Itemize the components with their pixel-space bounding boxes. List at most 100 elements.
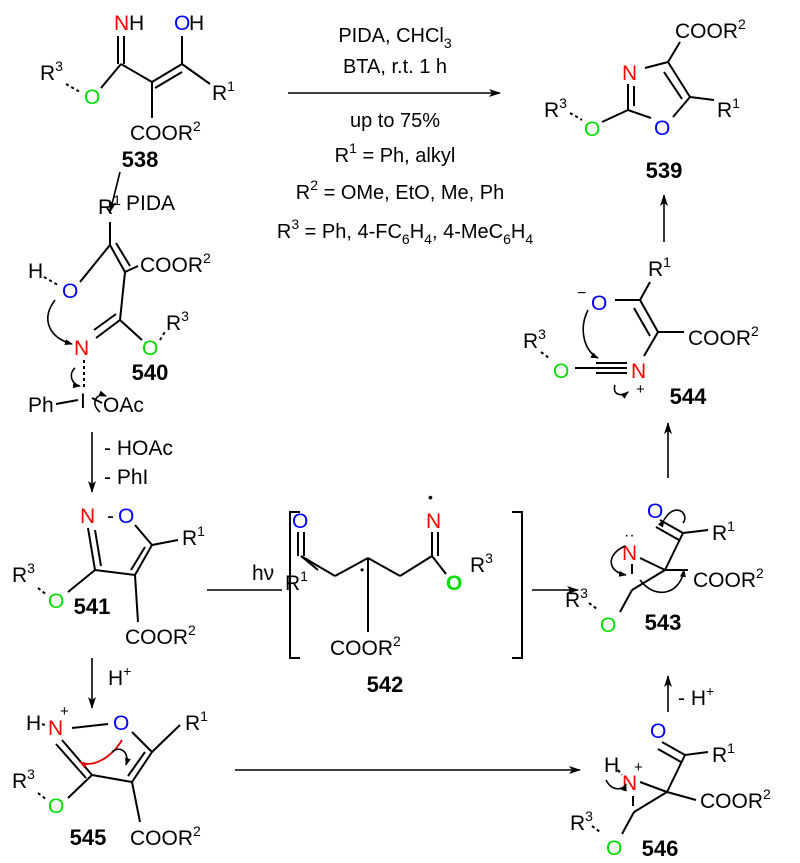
r3-label: R3 [12, 766, 35, 793]
atom-o: O [647, 500, 663, 523]
r2-definition: R2 = OMe, EtO, Me, Ph [296, 177, 504, 204]
compound-544: R1 − O COOR2 R3 O N + 544 [523, 254, 759, 409]
compound-number: 546 [642, 836, 679, 861]
atom-n: N [622, 62, 637, 85]
yield-text: up to 75% [350, 110, 440, 132]
compound-number: 543 [645, 610, 682, 635]
positive-charge: + [634, 759, 643, 776]
atom-o-ether: O [606, 837, 622, 860]
compound-545: H N + O R1 R3 O COOR2 545 [12, 703, 208, 850]
compound-number: 545 [70, 825, 107, 850]
atom-o: O [174, 12, 190, 35]
atom-h: H [604, 754, 619, 777]
r3-label: R3 [544, 95, 567, 122]
atom-h: H [26, 712, 41, 735]
compound-542: O N • R1 • O R3 COOR2 542 [285, 489, 523, 697]
atom-n-radical: N [426, 510, 441, 533]
r3-label: R3 [570, 808, 593, 835]
atom-o-ether: O [48, 795, 64, 818]
coor2-label: COOR2 [330, 633, 401, 660]
oac-label: OAc [103, 394, 144, 417]
coor2-label: COOR2 [675, 16, 746, 43]
atom-o-ether: O [142, 337, 158, 360]
r1-label: R1 [98, 192, 121, 219]
step-byproduct: - PhI [104, 466, 148, 489]
atom-o-ether: O [48, 590, 64, 613]
step-reagent: PIDA [126, 192, 175, 215]
coor2-label: COOR2 [130, 118, 201, 145]
r1-definition: R1 = Ph, alkyl [335, 140, 456, 167]
r3-label: R3 [470, 550, 493, 577]
atom-o-anion: O [591, 292, 607, 315]
r3-label: R3 [565, 585, 588, 612]
compound-543: O R1 N ·· COOR2 R3 O 543 [565, 500, 764, 637]
compound-number: 544 [670, 384, 707, 409]
atom-i: I [80, 390, 86, 413]
positive-charge: + [60, 703, 69, 720]
r1-label: R1 [212, 78, 235, 105]
coor2-label: COOR2 [693, 565, 764, 592]
coor2-label: COOR2 [125, 622, 196, 649]
radical-dot: • [360, 563, 364, 577]
atom-n: N [74, 337, 89, 360]
atom-o: O [118, 505, 134, 528]
r1-label: R1 [182, 523, 205, 550]
compound-number: 538 [122, 147, 159, 172]
step-byproduct: - H+ [678, 683, 714, 710]
compound-number: 540 [132, 360, 169, 385]
atom-o-ether: O [600, 614, 616, 637]
compound-number: 539 [646, 158, 683, 183]
lone-pair: ·· [624, 527, 635, 544]
atom-o-ether: O [84, 86, 100, 109]
r1-label: R1 [285, 568, 308, 595]
dash: - [107, 505, 114, 528]
r1-label: R1 [712, 740, 735, 767]
step-reagent: H+ [108, 663, 131, 690]
coor2-label: COOR2 [700, 786, 771, 813]
atom-o-ether: O [446, 572, 462, 595]
compound-540: R1 COOR2 H O N O R3 Ph I OAc 540 [28, 192, 211, 417]
ph-label: Ph [28, 394, 54, 417]
negative-charge: − [577, 285, 586, 302]
r3-label: R3 [523, 326, 546, 353]
radical-dot: • [428, 489, 433, 505]
r3-label: R3 [40, 58, 63, 85]
r1-label: R1 [648, 254, 671, 281]
compound-541: N - O R1 R3 O COOR2 541 [12, 505, 205, 649]
atom-o-ether: O [553, 360, 569, 383]
atom-n: N [48, 717, 63, 740]
coor2-label: COOR2 [130, 823, 201, 850]
atom-o: O [62, 280, 78, 303]
coor2-label: COOR2 [688, 323, 759, 350]
atom-n: N [80, 505, 95, 528]
r1-label: R1 [717, 95, 740, 122]
atom-o-ether: O [584, 118, 600, 141]
hv-label: hν [252, 562, 274, 585]
compound-number: 541 [74, 594, 111, 619]
compound-546: O R1 H N + COOR2 R3 O 546 [570, 720, 771, 861]
atom-n: N [114, 12, 129, 35]
reagents-text: PIDA, CHCl3 [338, 25, 452, 51]
r1-label: R1 [712, 518, 735, 545]
positive-charge: + [636, 381, 645, 398]
coor2-label: COOR2 [140, 250, 211, 277]
r3-definition: R3 = Ph, 4-FC6H4, 4-MeC6H4 [277, 216, 533, 247]
atom-h: H [28, 260, 43, 283]
step-byproduct: - HOAc [104, 437, 173, 460]
r3-label: R3 [166, 308, 189, 335]
atom-o: O [113, 712, 129, 735]
compound-539: COOR2 N O O R3 R1 539 [544, 16, 746, 183]
arrow-538-to-540 [108, 171, 121, 213]
atom-n-nitrilium: N [631, 360, 646, 383]
atom-o-ring: O [654, 117, 670, 140]
compound-number: 542 [367, 672, 404, 697]
additive-text: BTA, r.t. 1 h [343, 56, 447, 78]
r1-label: R1 [185, 708, 208, 735]
compound-538: N H O H R3 O R1 COOR2 538 [40, 12, 235, 172]
atom-o: O [650, 720, 666, 743]
atom-n: N [622, 542, 637, 565]
atom-h: H [189, 12, 204, 35]
reaction-conditions: PIDA, CHCl3 BTA, r.t. 1 h up to 75% R1 =… [277, 25, 533, 247]
atom-h: H [129, 12, 144, 35]
